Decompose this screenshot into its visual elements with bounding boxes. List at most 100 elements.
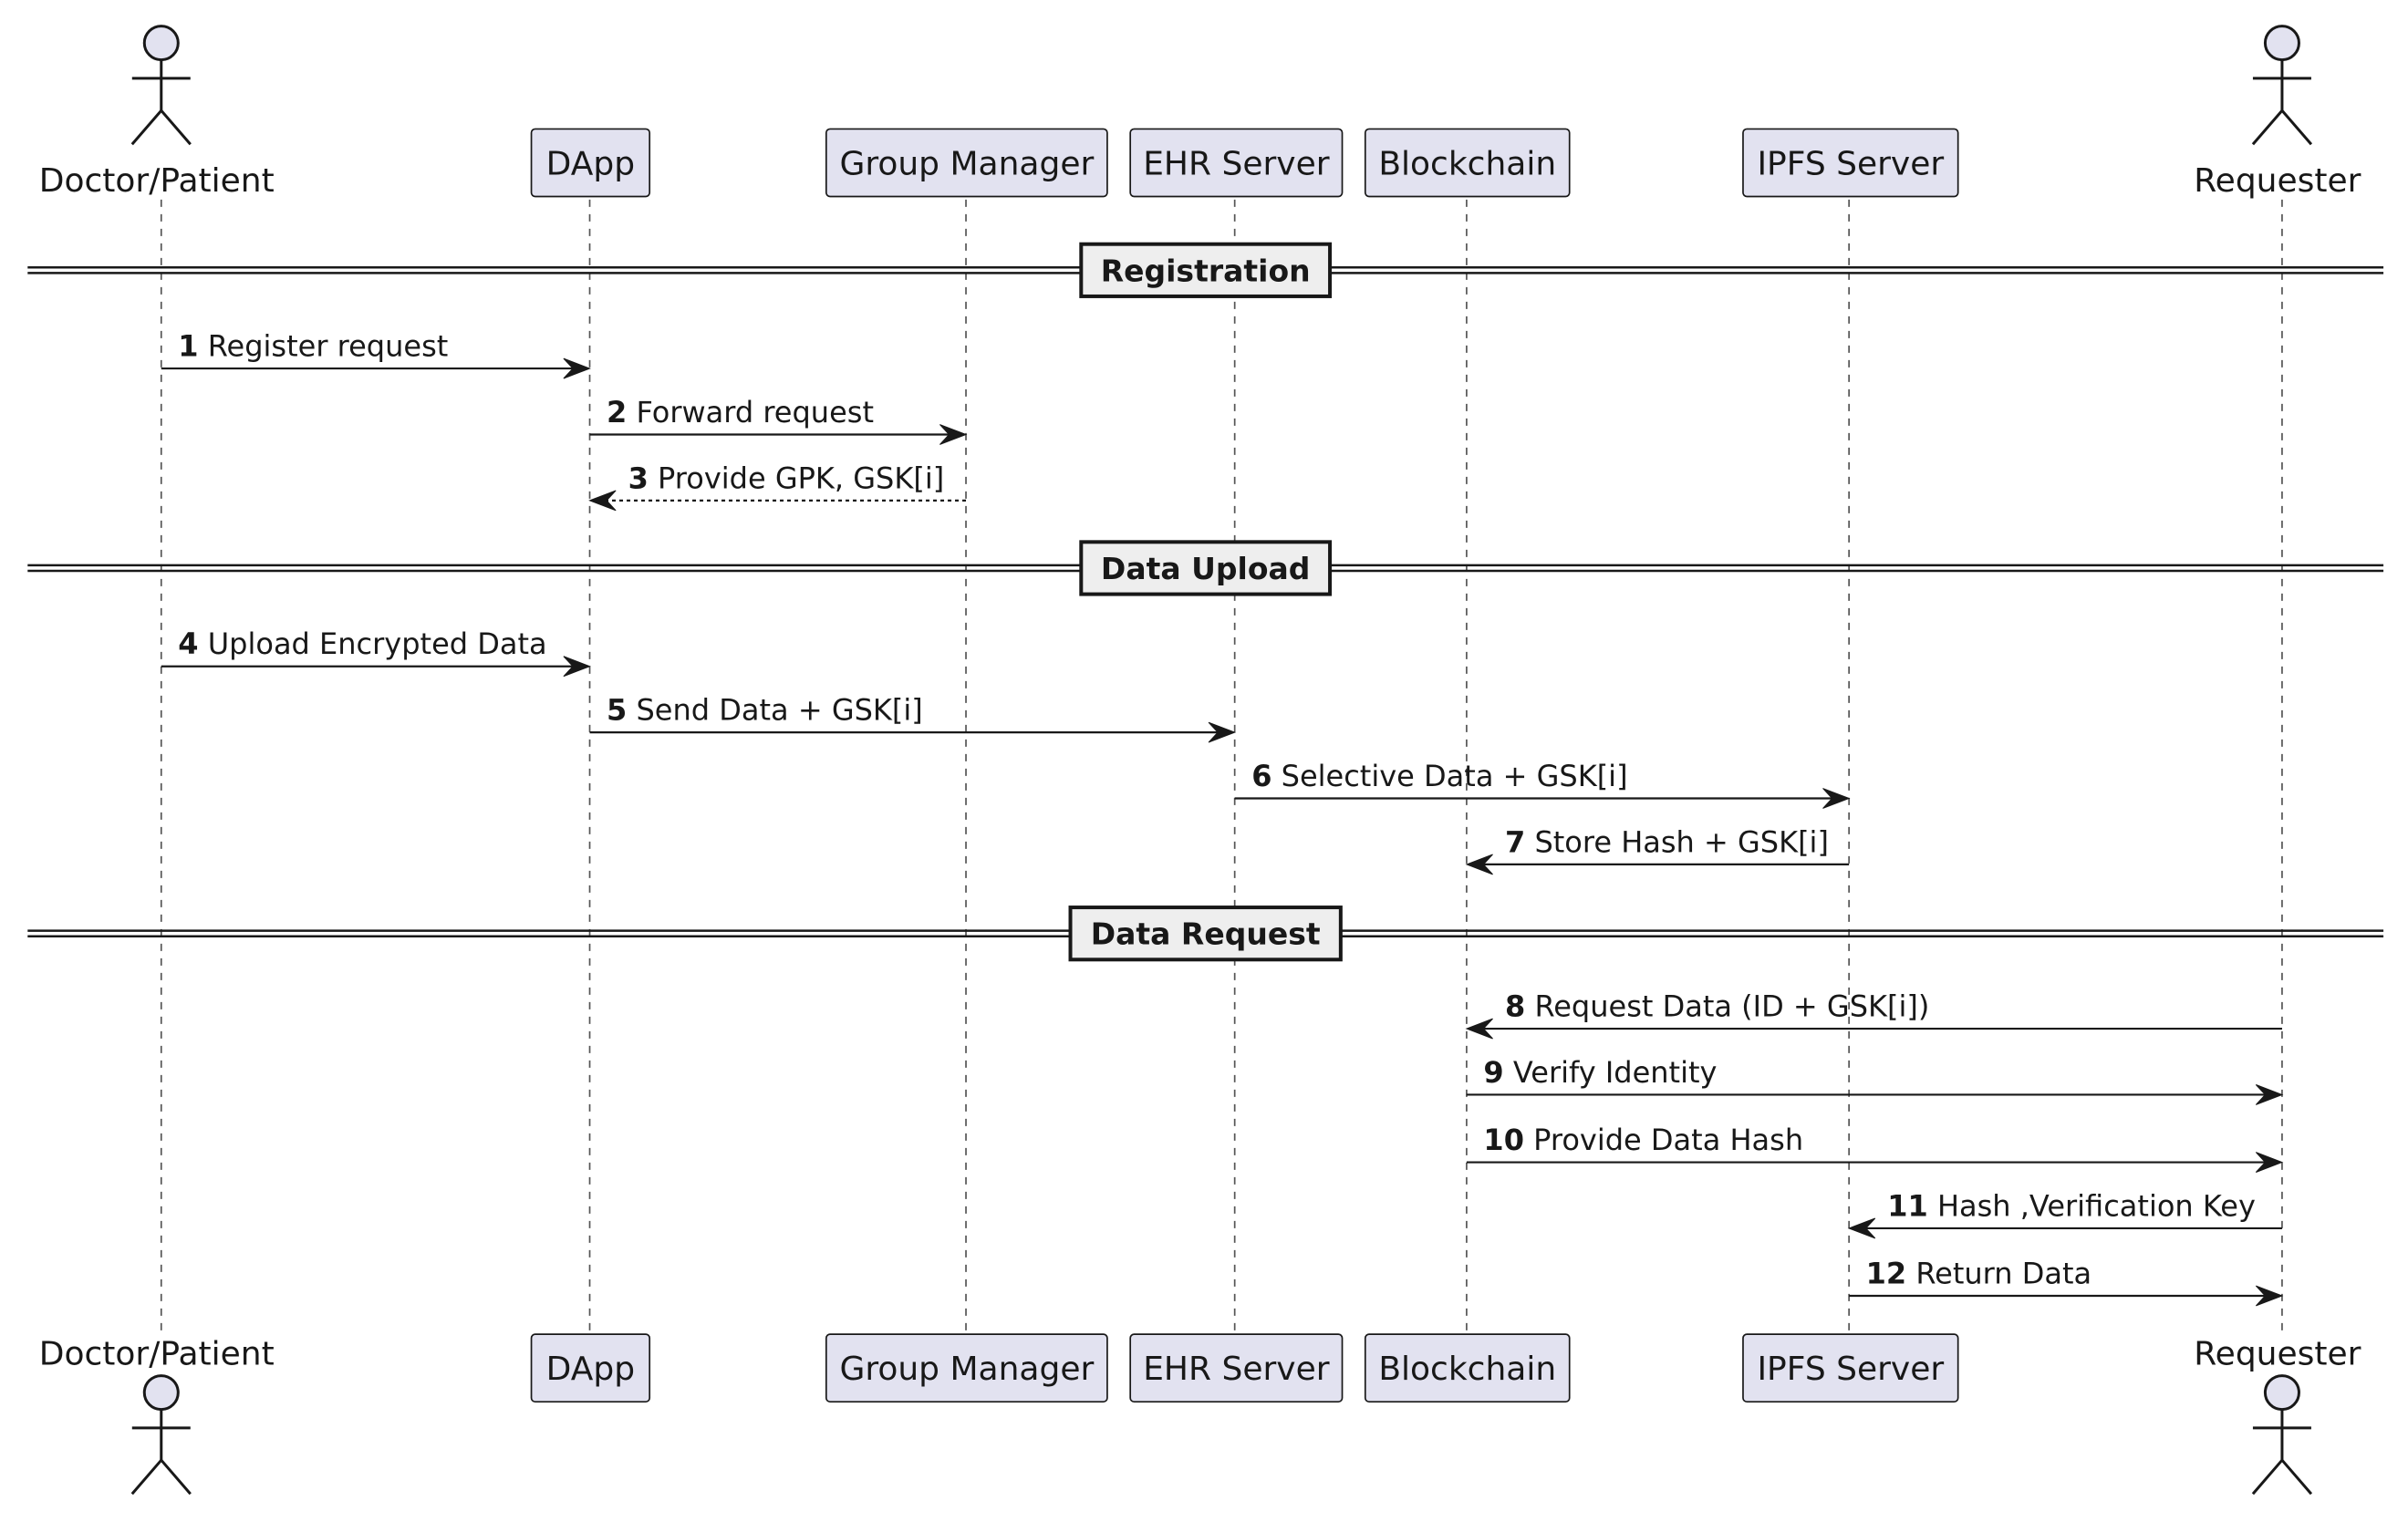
dapp-participant-bottom: DApp — [530, 1333, 651, 1403]
message-label: 2 Forward request — [607, 395, 874, 430]
divider-registration: Registration — [27, 242, 2384, 298]
ehr-server-box-bottom — [1129, 1333, 1344, 1403]
doctor-patient-label-bottom: Doctor/Patient — [39, 1335, 275, 1372]
dapp-label-bottom: DApp — [546, 1351, 635, 1388]
doctor-patient-label-top: Doctor/Patient — [39, 162, 275, 200]
message-label: 10 Provide Data Hash — [1483, 1123, 1803, 1157]
doctor-patient-actor-icon-top — [130, 25, 192, 146]
dapp-participant-top: DApp — [530, 128, 651, 198]
message-text: Register request — [208, 329, 449, 364]
message-number: 7 — [1505, 824, 1525, 859]
group-manager-label-bottom: Group Manager — [839, 1351, 1094, 1388]
message-3: 3 Provide GPK, GSK[i] — [588, 461, 967, 512]
group-manager-box-bottom — [825, 1333, 1108, 1403]
arrowhead-icon — [1465, 1018, 1493, 1040]
message-number: 1 — [178, 329, 198, 364]
message-text: Store Hash + GSK[i] — [1534, 824, 1828, 859]
ipfs-server-label-bottom: IPFS Server — [1757, 1351, 1944, 1388]
message-text: Return Data — [1915, 1257, 2091, 1291]
arrowhead-icon — [1208, 721, 1237, 743]
message-number: 4 — [178, 626, 198, 661]
requester-actor-icon-bottom — [2251, 1374, 2313, 1496]
ipfs-server-box-bottom — [1742, 1333, 1959, 1403]
dapp-box-top — [530, 128, 651, 198]
divider-box — [1079, 242, 1333, 298]
message-number: 12 — [1866, 1257, 1907, 1291]
divider-label: Data Upload — [1101, 551, 1311, 586]
arrowhead-icon — [563, 357, 591, 379]
message-number: 11 — [1887, 1188, 1928, 1223]
group-manager-participant-top: Group Manager — [825, 128, 1108, 198]
message-2: 2 Forward request — [589, 395, 968, 445]
message-number: 6 — [1251, 759, 1271, 793]
message-text: Provide Data Hash — [1533, 1123, 1803, 1157]
message-text: Provide GPK, GSK[i] — [658, 461, 944, 495]
participants-bottom: Doctor/Patient DApp Group Manager EHR Serve… — [39, 1333, 2361, 1496]
messages: 1 Register request 2 Forward request 3 Pro… — [161, 329, 2284, 1307]
message-label: 8 Request Data (ID + GSK[i]) — [1505, 989, 1929, 1024]
message-5: 5 Send Data + GSK[i] — [589, 693, 1237, 743]
ipfs-server-participant-bottom: IPFS Server — [1742, 1333, 1959, 1403]
arrowhead-icon — [563, 656, 591, 678]
message-12: 12 Return Data — [1849, 1257, 2284, 1307]
message-6: 6 Selective Data + GSK[i] — [1234, 759, 1851, 809]
ipfs-server-label-top: IPFS Server — [1757, 145, 1944, 182]
message-number: 10 — [1483, 1123, 1524, 1157]
blockchain-box-bottom — [1364, 1333, 1571, 1403]
message-label: 7 Store Hash + GSK[i] — [1505, 824, 1829, 859]
requester-label-top: Requester — [2194, 162, 2361, 200]
message-label: 5 Send Data + GSK[i] — [607, 693, 923, 728]
participants-top: Doctor/Patient DApp Group Manager EHR Serve… — [39, 25, 2361, 200]
lifelines — [160, 199, 2283, 1335]
arrowhead-icon — [2255, 1285, 2284, 1307]
ipfs-server-box-top — [1742, 128, 1959, 198]
blockchain-label-bottom: Blockchain — [1378, 1351, 1556, 1388]
message-number: 3 — [628, 461, 649, 495]
message-text: Request Data (ID + GSK[i]) — [1534, 989, 1929, 1024]
message-label: 3 Provide GPK, GSK[i] — [628, 461, 945, 495]
divider-data-upload: Data Upload — [27, 540, 2384, 596]
divider-box — [1079, 540, 1333, 596]
dapp-box-bottom — [530, 1333, 651, 1403]
message-10: 10 Provide Data Hash — [1466, 1123, 2284, 1173]
message-label: 6 Selective Data + GSK[i] — [1251, 759, 1627, 793]
ehr-server-label-bottom: EHR Server — [1143, 1351, 1330, 1388]
blockchain-participant-bottom: Blockchain — [1364, 1333, 1571, 1403]
ehr-server-box-top — [1129, 128, 1344, 198]
group-manager-label-top: Group Manager — [839, 145, 1094, 182]
arrowhead-icon — [588, 490, 617, 512]
blockchain-participant-top: Blockchain — [1364, 128, 1571, 198]
arrowhead-icon — [2255, 1084, 2284, 1105]
message-label: 1 Register request — [178, 329, 448, 364]
divider-label: Registration — [1101, 253, 1311, 288]
message-text: Upload Encrypted Data — [208, 626, 547, 661]
message-number: 5 — [607, 693, 627, 728]
ehr-server-participant-bottom: EHR Server — [1129, 1333, 1344, 1403]
message-label: 9 Verify Identity — [1483, 1055, 1717, 1090]
ehr-server-label-top: EHR Server — [1143, 145, 1330, 182]
requester-label-bottom: Requester — [2194, 1335, 2361, 1372]
message-1: 1 Register request — [161, 329, 591, 379]
message-7: 7 Store Hash + GSK[i] — [1465, 824, 1850, 875]
arrowhead-icon — [939, 424, 968, 445]
divider-box — [1068, 906, 1343, 962]
message-11: 11 Hash ,Verification Key — [1847, 1188, 2282, 1239]
message-9: 9 Verify Identity — [1466, 1055, 2284, 1105]
ehr-server-participant-top: EHR Server — [1129, 128, 1344, 198]
message-text: Forward request — [636, 395, 874, 430]
dapp-label-top: DApp — [546, 145, 635, 182]
message-text: Verify Identity — [1513, 1055, 1718, 1090]
message-number: 8 — [1505, 989, 1525, 1024]
message-text: Hash ,Verification Key — [1937, 1188, 2256, 1223]
arrowhead-icon — [1465, 854, 1493, 875]
group-manager-participant-bottom: Group Manager — [825, 1333, 1108, 1403]
requester-actor-icon-top — [2251, 25, 2313, 146]
blockchain-label-top: Blockchain — [1378, 145, 1556, 182]
divider-label: Data Request — [1091, 916, 1321, 952]
message-text: Selective Data + GSK[i] — [1282, 759, 1628, 793]
group-manager-box-top — [825, 128, 1108, 198]
doctor-patient-actor-icon-bottom — [130, 1374, 192, 1496]
ipfs-server-participant-top: IPFS Server — [1742, 128, 1959, 198]
